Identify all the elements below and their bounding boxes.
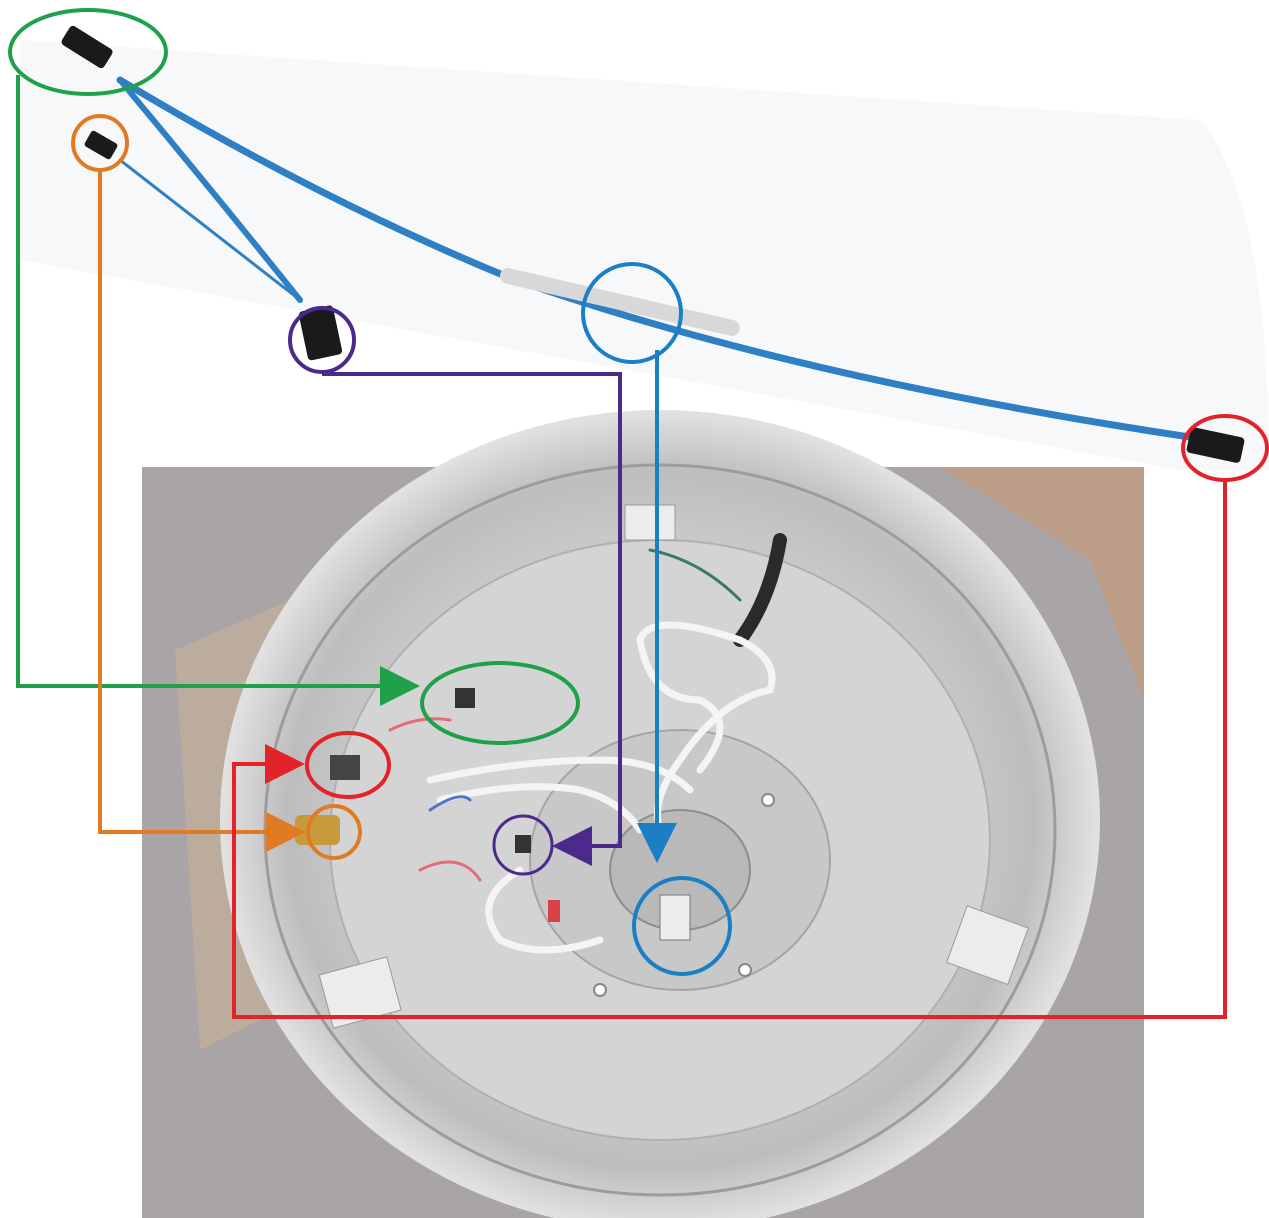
thermostat-switch xyxy=(455,688,475,708)
green-circle-harness xyxy=(8,8,168,96)
harness-sleeve xyxy=(500,268,740,336)
purple-connector-line xyxy=(322,372,622,866)
photo-wood-right xyxy=(940,467,1144,700)
center-terminal xyxy=(515,835,531,853)
brass-terminal xyxy=(295,815,340,845)
red-connector-line xyxy=(232,482,1227,1019)
green-circle-photo xyxy=(420,661,580,745)
blue-circle-photo xyxy=(632,876,732,976)
plate-bolts xyxy=(593,793,775,997)
thin-lead xyxy=(118,158,302,302)
harness-small-connector xyxy=(84,130,118,160)
red-circle-harness xyxy=(1181,414,1269,482)
bracket-left xyxy=(318,956,402,1029)
connector-lines xyxy=(16,75,1227,1019)
bracket-right xyxy=(946,905,1029,986)
wiring-harness xyxy=(61,25,1245,463)
braided-cable-branch xyxy=(117,77,303,303)
blue-circle-harness xyxy=(581,262,683,364)
harness-mid-connector xyxy=(298,305,343,361)
appliance-photo xyxy=(142,410,1144,1218)
connectors xyxy=(61,25,1245,463)
orange-circle-photo xyxy=(306,804,362,860)
bracket-top xyxy=(624,504,676,541)
heater-element-mount xyxy=(659,894,691,941)
colored-leads xyxy=(388,548,742,882)
power-cord xyxy=(733,533,787,647)
left-switch-terminal xyxy=(330,755,360,780)
red-circle-photo xyxy=(305,731,391,799)
harness-end-connector xyxy=(1186,427,1245,463)
red-sleeve xyxy=(548,900,560,922)
harness-main-connector xyxy=(61,25,113,69)
green-connector-line xyxy=(16,75,420,706)
harness-backdrop xyxy=(20,40,1269,470)
